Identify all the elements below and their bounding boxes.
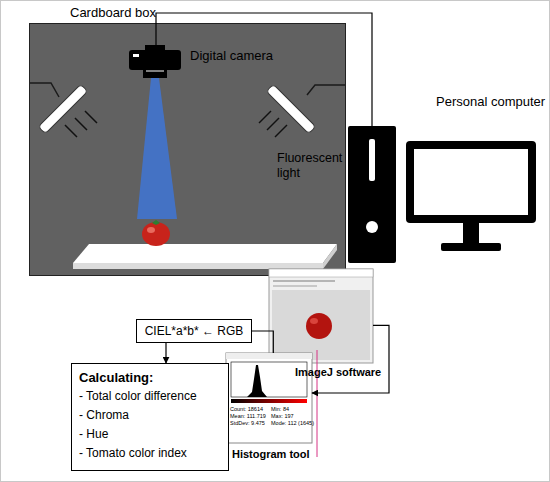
monitor [406, 141, 536, 223]
conversion-box: CIEL*a*b* ← RGB [136, 319, 252, 343]
stat-text: Mode: 112 (1645) [271, 420, 311, 427]
computer-tower [348, 126, 396, 263]
window-titlebar [226, 353, 312, 359]
software-label: ImageJ software [295, 366, 381, 378]
stat-text: StdDev: 9.475 [230, 420, 270, 427]
computer-label: Personal computer [436, 94, 545, 109]
window-titlebar [269, 269, 373, 277]
cardboard-box: Cardboard boxDigital camera [29, 23, 346, 276]
tomato-photo [306, 313, 332, 339]
tomato [142, 222, 170, 246]
platform-front [73, 263, 323, 269]
lamp-label: Fluorescent light [277, 151, 341, 181]
connector [156, 13, 372, 126]
conversion-text: CIEL*a*b* ← RGB [137, 320, 251, 342]
list-item: - Total color difference [79, 387, 221, 406]
power-button [366, 221, 378, 233]
lens-ring [146, 71, 164, 72]
camera-detail [133, 54, 139, 57]
connector [252, 331, 273, 353]
image-area [272, 290, 370, 360]
list-item: - Chroma [79, 406, 221, 425]
window-menu [273, 280, 335, 282]
histogram-label: Histogram tool [232, 448, 310, 460]
monitor-base [441, 243, 501, 251]
calculation-box: Calculating:- Total color difference- Ch… [71, 363, 229, 471]
box-heading: Cardboard box [70, 5, 156, 20]
camera-lens [143, 67, 167, 78]
tomato-highlight [310, 318, 318, 324]
drive-slot [369, 139, 375, 181]
tomato-highlight [147, 227, 155, 233]
monitor-screen [414, 149, 528, 215]
connector [165, 343, 166, 363]
histogram-peak [247, 365, 267, 397]
list-item: - Tomato color index [79, 444, 221, 463]
imagej-window [269, 269, 373, 363]
color-ramp [231, 399, 307, 403]
window-status [273, 285, 317, 287]
monitor-neck [463, 223, 479, 243]
connector [312, 325, 389, 393]
stat-text: Mean: 111.719 [230, 413, 270, 420]
platform-top [73, 244, 337, 263]
stat-text: Min: 84 [271, 406, 311, 413]
list-item: - Hue [79, 425, 221, 444]
box-heading: Calculating: [79, 369, 221, 387]
stat-text: Max: 197 [271, 413, 311, 420]
stat-text: Count: 18614 [230, 406, 270, 413]
camera-label: Digital camera [190, 48, 273, 63]
